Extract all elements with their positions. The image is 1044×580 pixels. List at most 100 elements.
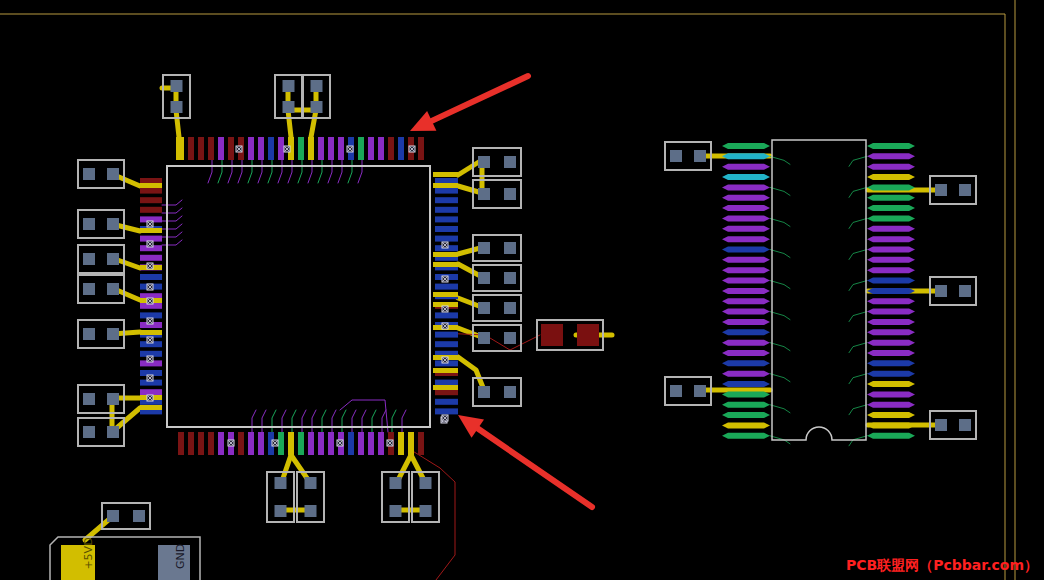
ic-pin (867, 205, 915, 211)
signal-trace (262, 410, 266, 432)
signal-trace (218, 160, 222, 183)
via-mark (410, 147, 414, 151)
ic-pin (722, 329, 770, 335)
via-mark (237, 147, 241, 151)
ic-pin (722, 278, 770, 284)
via (272, 440, 278, 446)
ic-pin (867, 267, 915, 273)
via-mark (148, 299, 152, 303)
pad (420, 505, 432, 517)
ic-pin (722, 247, 770, 253)
pad (283, 80, 295, 92)
signal-trace (258, 160, 262, 183)
ic-pin (722, 298, 770, 304)
signal-trace (302, 410, 306, 432)
ic-pin (388, 137, 394, 160)
pad (478, 242, 490, 254)
ic-pin (308, 137, 314, 160)
pad (158, 545, 190, 580)
capacitor-outline (78, 245, 124, 273)
via-mark (148, 338, 152, 342)
pad (305, 477, 317, 489)
via-mark (148, 264, 152, 268)
signal-trace (849, 156, 867, 166)
ic-pin (867, 329, 915, 335)
pad (694, 150, 706, 162)
ic-pin (298, 137, 304, 160)
signal-trace (282, 410, 286, 432)
pad (107, 510, 119, 522)
via (442, 306, 448, 312)
ic-pin (278, 137, 284, 160)
ic-pin (433, 368, 458, 373)
pad (959, 285, 971, 297)
pad (83, 426, 95, 438)
ic-pin (433, 292, 458, 297)
ic-pin (140, 284, 162, 290)
capacitor-outline (473, 235, 521, 261)
signal-trace (849, 312, 867, 322)
ic-pin (867, 174, 915, 180)
capacitor-outline (78, 418, 124, 446)
pad (504, 242, 516, 254)
pad (504, 386, 516, 398)
signal-trace (849, 187, 867, 197)
ic-pin (867, 278, 915, 284)
via-mark (443, 243, 447, 247)
pad (504, 156, 516, 168)
via-mark (443, 324, 447, 328)
ic-pin (722, 402, 770, 408)
pad (935, 285, 947, 297)
ic-pin (867, 153, 915, 159)
via (442, 357, 448, 363)
via (147, 356, 153, 362)
pointer-arrowhead (410, 111, 436, 131)
ic-pin (722, 309, 770, 315)
via-mark (148, 242, 152, 246)
ic-pin (867, 340, 915, 346)
via-mark (285, 147, 289, 151)
capacitor-outline (473, 325, 521, 351)
via (147, 337, 153, 343)
ic-pin (140, 395, 162, 400)
ic-pin (338, 432, 344, 455)
capacitor-outline (537, 320, 603, 350)
signal-trace (849, 436, 867, 446)
capacitor-outline (102, 503, 150, 529)
ic-pin (867, 350, 915, 356)
via-mark (285, 147, 289, 151)
via (442, 242, 448, 248)
ic-pin (433, 172, 458, 177)
signal-trace (272, 410, 276, 432)
capacitor-outline (665, 142, 711, 170)
pad (478, 302, 490, 314)
pad (577, 324, 599, 346)
via (442, 415, 448, 421)
ic-pin (278, 432, 284, 455)
ic-pin (188, 137, 194, 160)
pad (390, 505, 402, 517)
signal-trace (312, 410, 316, 432)
via-mark (443, 243, 447, 247)
ic-pin (435, 236, 458, 242)
pad (420, 477, 432, 489)
signal-trace (228, 160, 232, 183)
signal-trace (382, 410, 386, 432)
signal-trace (162, 240, 182, 245)
pad (478, 386, 490, 398)
signal-trace (252, 410, 256, 432)
capacitor-outline (78, 210, 124, 238)
ic-pin (867, 371, 915, 377)
via-mark (148, 264, 152, 268)
capacitor-outline (665, 377, 711, 405)
ic-pin (867, 319, 915, 325)
signal-trace (770, 374, 790, 382)
via (284, 146, 290, 152)
ic-pin (298, 432, 304, 455)
power-trace (458, 357, 484, 390)
board-outline (0, 14, 1005, 580)
via (147, 318, 153, 324)
via-mark (443, 416, 447, 420)
ic-pin (358, 137, 364, 160)
ic-pin (435, 312, 458, 318)
